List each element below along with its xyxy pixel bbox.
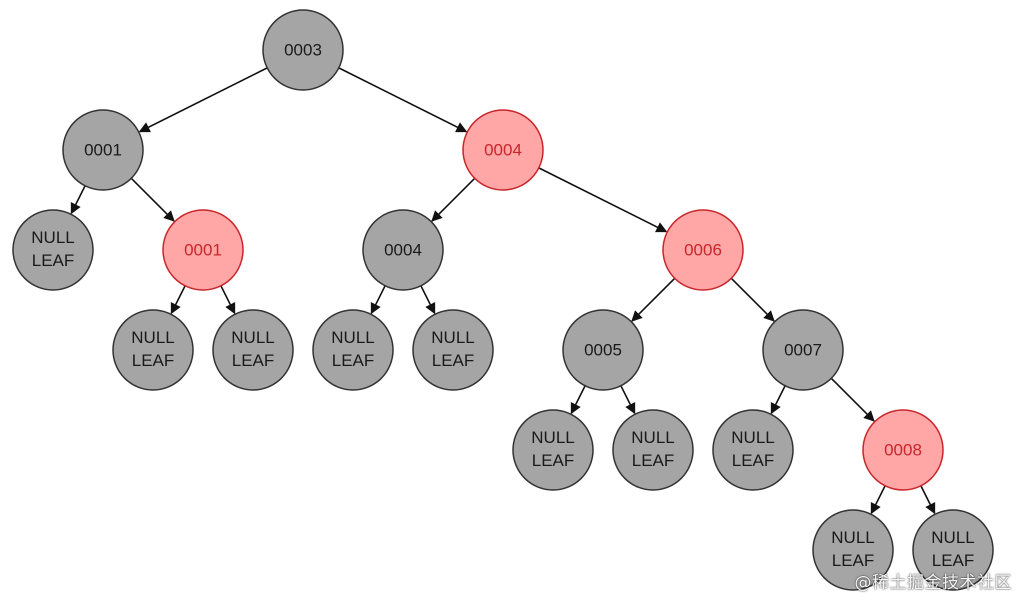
edge-n5-to-l6 (570, 385, 586, 415)
node-circle (12, 209, 94, 291)
node-circle (612, 409, 694, 491)
tree-node-n4b: 0004 (362, 209, 444, 291)
node-circle (862, 409, 944, 491)
edge-n3-to-n1 (138, 67, 268, 133)
node-circle (162, 209, 244, 291)
edges-layer (70, 67, 936, 515)
node-circle (62, 109, 144, 191)
node-label: 0005 (584, 340, 622, 359)
tree-node-n6: 0006 (662, 209, 744, 291)
node-circle (712, 409, 794, 491)
node-label: 0008 (884, 440, 922, 459)
node-label: 0006 (684, 240, 722, 259)
node-circle (112, 309, 194, 391)
node-circle (912, 509, 994, 591)
node-label: 0001 (184, 240, 222, 259)
watermark-text: @稀土掘金技术社区 (854, 573, 1012, 593)
node-circle (312, 309, 394, 391)
node-circle (362, 209, 444, 291)
node-circle (462, 109, 544, 191)
node-circle (262, 9, 344, 91)
node-label: 0004 (484, 140, 522, 159)
tree-node-n8: 0008 (862, 409, 944, 491)
node-label: 0007 (784, 340, 822, 359)
edge-n1r-to-l3 (220, 285, 236, 315)
edge-n4b-to-l4 (370, 285, 386, 315)
edge-n6-to-n7 (730, 277, 775, 322)
tree-node-n5: 0005 (562, 309, 644, 391)
tree-node-n3: 0003 (262, 9, 344, 91)
edge-n1-to-n1r (130, 177, 175, 222)
node-label: 0003 (284, 40, 322, 59)
edge-n6-to-n5 (631, 277, 676, 322)
edge-n7-to-l8 (770, 385, 786, 415)
node-circle (662, 209, 744, 291)
node-circle (512, 409, 594, 491)
edge-n8-to-l10 (920, 485, 936, 515)
tree-node-n1: 0001 (62, 109, 144, 191)
edge-n4b-to-l5 (420, 285, 436, 315)
node-label: 0004 (384, 240, 422, 259)
edge-n1r-to-l2 (170, 285, 186, 315)
edge-n3-to-n4r (338, 67, 468, 133)
node-circle (812, 509, 894, 591)
edge-n4r-to-n6 (538, 167, 668, 233)
edge-n1-to-l1 (70, 185, 86, 215)
edge-n7-to-n8 (830, 377, 875, 422)
node-label: 0001 (84, 140, 122, 159)
edge-n4r-to-n4b (431, 177, 476, 222)
edge-n8-to-l9 (870, 485, 886, 515)
edge-n5-to-l7 (620, 385, 636, 415)
tree-node-n1r: 0001 (162, 209, 244, 291)
node-circle (762, 309, 844, 391)
node-circle (212, 309, 294, 391)
tree-node-n4r: 0004 (462, 109, 544, 191)
node-circle (562, 309, 644, 391)
tree-node-n7: 0007 (762, 309, 844, 391)
node-circle (412, 309, 494, 391)
